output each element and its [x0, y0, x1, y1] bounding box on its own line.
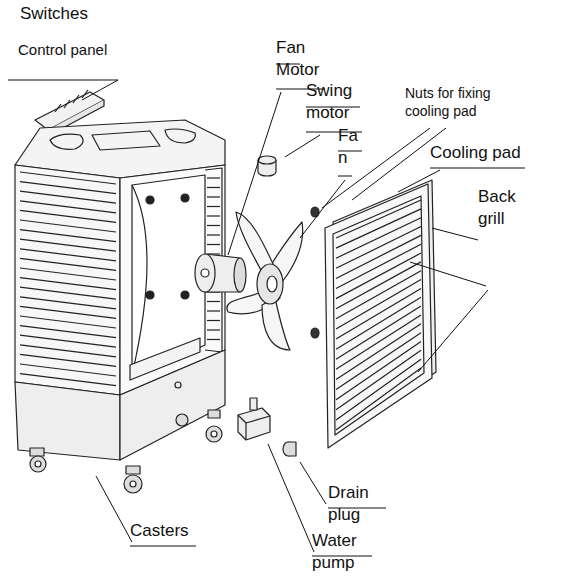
grill-slat	[336, 341, 421, 399]
grill-slat	[207, 320, 220, 321]
grill-slat	[20, 268, 116, 280]
part-label: Back grill	[478, 186, 516, 230]
grill-slat	[207, 187, 220, 188]
part-label: Switches	[20, 3, 88, 25]
leader-lines	[8, 64, 525, 556]
grill-slat	[20, 230, 116, 242]
grill-slat	[207, 244, 220, 245]
grill-slat	[20, 278, 116, 290]
fan-motor	[195, 254, 246, 292]
grill-slat	[20, 364, 116, 376]
grill-slat	[336, 359, 421, 420]
grill-slat	[336, 280, 421, 329]
grill-slat	[20, 249, 116, 261]
grill-slat	[336, 368, 421, 430]
grill-slat	[20, 239, 116, 251]
grill-slat	[336, 350, 421, 409]
grill-slat	[20, 191, 116, 203]
grill-slat	[20, 297, 116, 309]
grill-slat	[20, 326, 116, 338]
grill-slat	[207, 329, 220, 330]
grill-slat	[20, 210, 116, 222]
grill-slat	[20, 287, 116, 299]
part-label: Cooling pad	[430, 142, 521, 164]
grill-slat	[20, 220, 116, 232]
grill-slat	[336, 244, 421, 288]
grill-slat	[207, 196, 220, 197]
part-label: Water pump	[312, 530, 357, 574]
grill-slat	[207, 225, 220, 226]
grill-slat	[20, 354, 116, 366]
grill-slat	[336, 262, 421, 309]
fan-blades	[227, 212, 303, 350]
grill-slat	[20, 258, 116, 270]
grill-slat	[207, 310, 220, 311]
grill-slat	[20, 172, 116, 184]
part-label: Fan Motor	[276, 37, 319, 81]
drain-plug	[283, 442, 296, 456]
grill-slat	[20, 316, 116, 328]
grill-slat	[20, 306, 116, 318]
back-grill	[325, 184, 432, 448]
grill-slat	[207, 234, 220, 235]
grill-slat	[336, 227, 421, 269]
grill-slat	[336, 333, 421, 390]
swing-motor	[258, 156, 276, 176]
grill-slat	[20, 182, 116, 194]
part-label: Swing motor	[306, 80, 352, 124]
grill-slat	[336, 235, 421, 278]
part-label: Control panel	[18, 40, 107, 60]
cooler-body	[15, 120, 225, 460]
part-label: Fa n	[338, 125, 358, 169]
grill-slat	[336, 253, 421, 299]
grill-slat	[336, 271, 421, 319]
grill-slat	[20, 345, 116, 357]
part-label: Drain plug	[328, 482, 369, 526]
grill-slat	[207, 215, 220, 216]
grill-slat	[207, 301, 220, 302]
caster-wheels	[30, 410, 222, 493]
grill-slat	[207, 177, 220, 178]
grill-slat	[336, 218, 421, 259]
fixing-nuts	[311, 207, 319, 338]
grill-slat	[20, 201, 116, 213]
part-label: Nuts for fixing cooling pad	[405, 84, 515, 120]
water-pump	[238, 398, 270, 440]
part-label: Casters	[130, 520, 189, 542]
grill-slat	[207, 206, 220, 207]
grill-slat	[207, 339, 220, 340]
grill-slat	[20, 335, 116, 347]
